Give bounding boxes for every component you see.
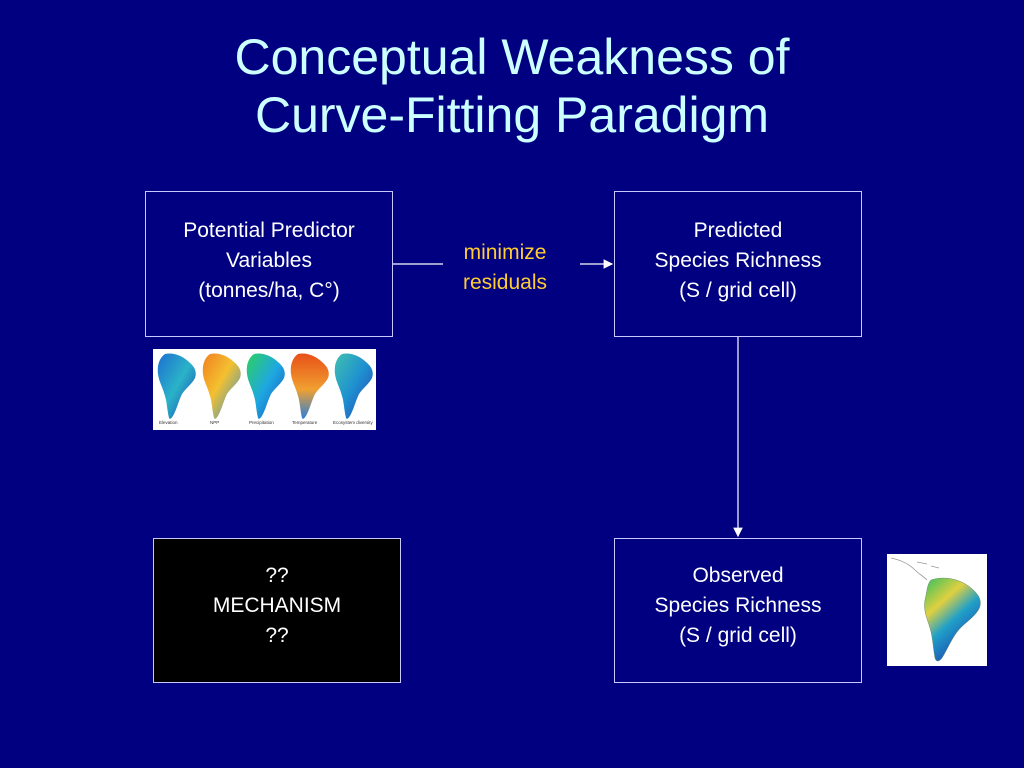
- map-elevation: [157, 353, 196, 419]
- predicted-richness-box: Predicted Species Richness (S / grid cel…: [614, 191, 862, 337]
- caption-precipitation: Precipitation: [249, 420, 274, 425]
- observed-line-2: Species Richness: [654, 594, 822, 617]
- south-america-shape: [924, 577, 981, 662]
- map-npp: [202, 353, 241, 419]
- observed-line-3: (S / grid cell): [679, 624, 797, 647]
- connector-label-line-2: residuals: [462, 271, 548, 294]
- title-line-1: Conceptual Weakness of: [234, 29, 790, 85]
- predictor-variables-box: Potential Predictor Variables (tonnes/ha…: [145, 191, 393, 337]
- predictor-line-2: Variables: [226, 249, 312, 272]
- predictor-line-3: (tonnes/ha, C°): [198, 279, 340, 302]
- map-temperature: [290, 353, 329, 419]
- observed-richness-map-image: [887, 554, 987, 666]
- predicted-line-1: Predicted: [693, 219, 783, 242]
- predicted-line-2: Species Richness: [654, 249, 822, 272]
- minimize-residuals-label: minimize residuals: [440, 238, 570, 298]
- mechanism-box: ?? MECHANISM ??: [153, 538, 401, 683]
- mechanism-line-1: ??: [265, 564, 289, 587]
- caribbean-outline: [916, 561, 940, 569]
- caption-temperature: Temperature: [292, 420, 318, 425]
- observed-line-1: Observed: [692, 564, 784, 587]
- observed-richness-box: Observed Species Richness (S / grid cell…: [614, 538, 862, 683]
- mechanism-line-2: MECHANISM: [212, 594, 342, 617]
- caption-elevation: Elevation: [159, 420, 178, 425]
- predicted-line-3: (S / grid cell): [679, 279, 797, 302]
- slide-title: Conceptual Weakness of Curve-Fitting Par…: [0, 28, 1024, 144]
- caption-npp: NPP: [210, 420, 219, 425]
- central-america-outline: [890, 557, 928, 581]
- caption-ecosystem-diversity: Ecosystem diversity: [333, 420, 374, 425]
- map-precipitation: [246, 353, 285, 419]
- predictor-maps-image: Elevation NPP Precipitation Temperature …: [153, 349, 376, 430]
- map-ecosystem-diversity: [334, 353, 373, 419]
- mechanism-line-3: ??: [265, 624, 289, 647]
- title-line-2: Curve-Fitting Paradigm: [254, 87, 770, 143]
- predictor-line-1: Potential Predictor: [183, 219, 355, 242]
- connector-label-line-1: minimize: [463, 241, 547, 264]
